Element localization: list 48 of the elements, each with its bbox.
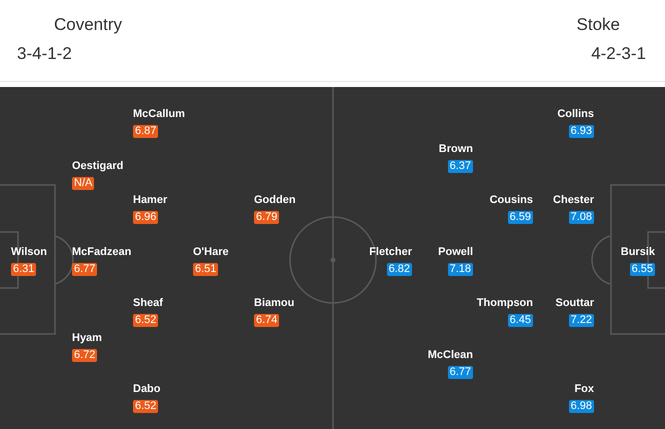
- team-name: Coventry: [54, 15, 122, 35]
- rating-badge: 6.98: [568, 400, 594, 413]
- rating-badge: 6.59: [508, 211, 533, 224]
- rating-badge: 6.55: [630, 263, 655, 276]
- rating-badge: 6.45: [508, 314, 533, 327]
- formation: 4-2-3-1: [591, 44, 646, 64]
- player-name: McCallum: [133, 108, 185, 121]
- player-name: McClean: [428, 349, 473, 362]
- rating-badge: 6.52: [133, 314, 158, 327]
- player-name: Dabo: [133, 383, 160, 396]
- rating-badge: 6.52: [133, 400, 158, 413]
- player-name: Godden: [254, 194, 296, 207]
- player-name: Thompson: [476, 297, 533, 310]
- player-name: Powell: [438, 246, 473, 259]
- rating-badge: 6.51: [193, 263, 218, 276]
- rating-badge: N/A: [72, 177, 94, 190]
- rating-badge: 6.82: [386, 263, 412, 276]
- player-name: Collins: [557, 108, 594, 121]
- player-name: Sheaf: [133, 297, 163, 310]
- player-name: Brown: [438, 143, 473, 156]
- rating-badge: 6.96: [133, 211, 158, 224]
- rating-badge: 6.31: [11, 263, 36, 276]
- player-name: Souttar: [556, 297, 594, 310]
- rating-badge: 6.77: [72, 263, 98, 276]
- player-name: O'Hare: [193, 246, 229, 259]
- rating-badge: 6.87: [133, 125, 158, 138]
- player-name: Biamou: [254, 297, 294, 310]
- player-name: Wilson: [11, 246, 47, 259]
- rating-badge: 7.22: [568, 314, 594, 327]
- rating-badge: 6.72: [72, 349, 98, 362]
- rating-badge: 6.79: [254, 211, 280, 224]
- rating-badge: 6.93: [568, 125, 594, 138]
- rating-badge: 7.08: [568, 211, 594, 224]
- player-name: McFadzean: [72, 246, 132, 259]
- rating-badge: 6.37: [448, 160, 473, 173]
- player-name: Oestigard: [72, 160, 124, 173]
- player-name: Hamer: [133, 194, 168, 207]
- player-name: Chester: [553, 194, 594, 207]
- player-name: Bursik: [620, 246, 655, 259]
- rating-badge: 6.74: [254, 314, 280, 327]
- formation: 3-4-1-2: [17, 44, 72, 64]
- player-name: Cousins: [490, 194, 533, 207]
- player-name: Hyam: [72, 332, 102, 345]
- rating-badge: 6.77: [448, 366, 473, 379]
- player-name: Fletcher: [369, 246, 412, 259]
- team-name: Stoke: [576, 15, 620, 35]
- player-name: Fox: [574, 383, 594, 396]
- rating-badge: 7.18: [448, 263, 473, 276]
